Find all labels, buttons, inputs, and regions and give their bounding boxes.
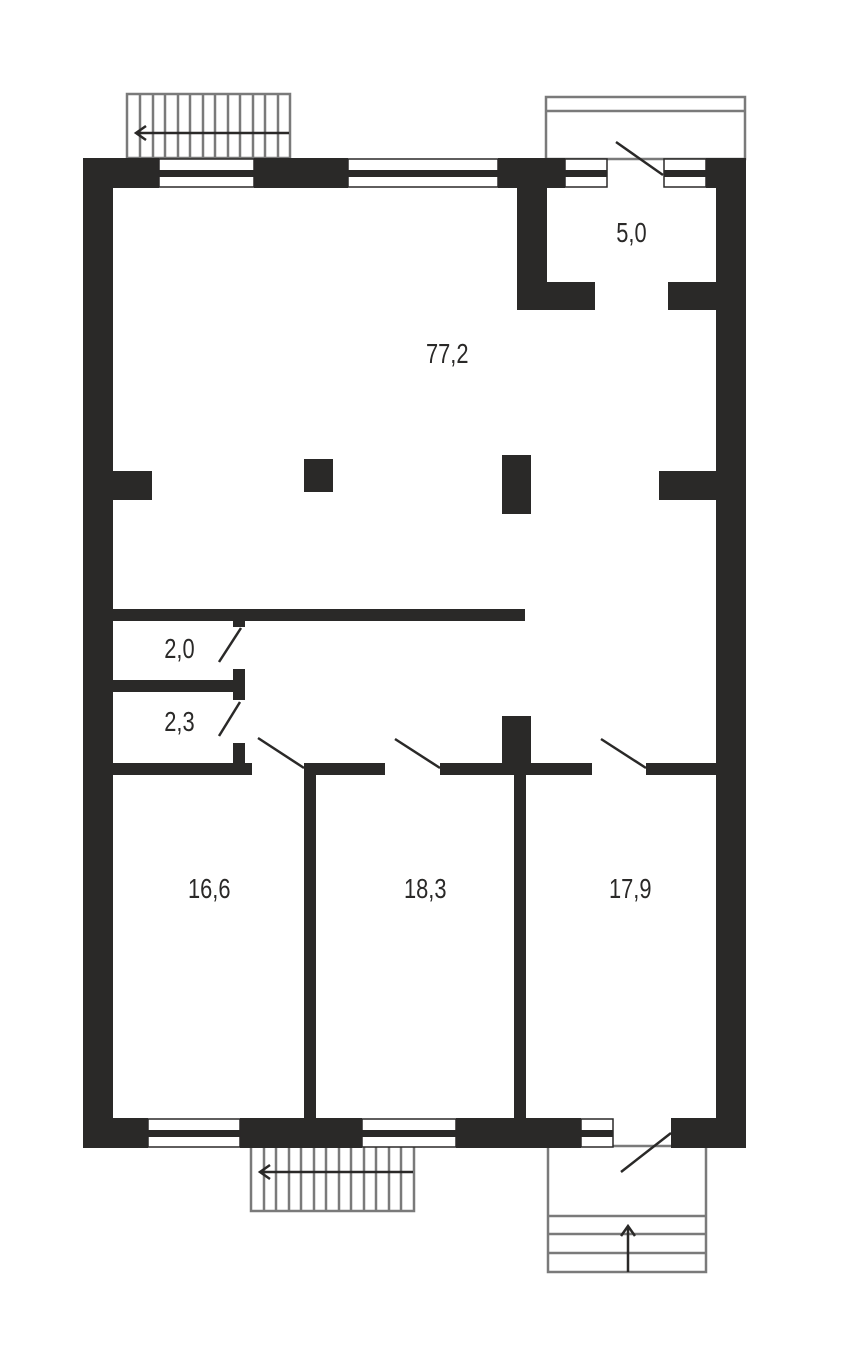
door-room-left — [257, 736, 305, 770]
room-area-left: 16,6 — [187, 873, 231, 904]
room-area-small-2: 2,3 — [164, 706, 195, 737]
room-area-right: 17,9 — [608, 873, 652, 904]
doors — [217, 140, 672, 1173]
door-room-right — [600, 737, 647, 770]
windows-top — [158, 158, 707, 188]
stair-top-left — [125, 92, 292, 160]
columns — [112, 455, 717, 514]
outer-walls — [83, 158, 746, 1148]
door-entrance-top — [615, 140, 664, 177]
arrow-left-icon — [133, 124, 289, 142]
room-area-vestibule: 5,0 — [616, 217, 647, 248]
vestibule-walls — [517, 158, 718, 310]
door-entrance-bottom — [620, 1132, 672, 1173]
door-room-2-3 — [217, 701, 242, 737]
door-room-middle — [394, 737, 441, 770]
door-room-2-0 — [217, 627, 243, 663]
interior-walls — [112, 609, 718, 1119]
arrow-left-icon — [257, 1163, 413, 1181]
windows-bottom — [147, 1118, 614, 1148]
room-area-middle: 18,3 — [403, 873, 447, 904]
room-area-main-hall: 77,2 — [425, 338, 469, 369]
porch-top-right — [544, 95, 747, 161]
stair-bottom-right — [546, 1144, 708, 1274]
stair-bottom-left — [249, 1144, 416, 1213]
room-area-small-1: 2,0 — [164, 633, 195, 664]
arrow-up-icon — [619, 1223, 637, 1272]
